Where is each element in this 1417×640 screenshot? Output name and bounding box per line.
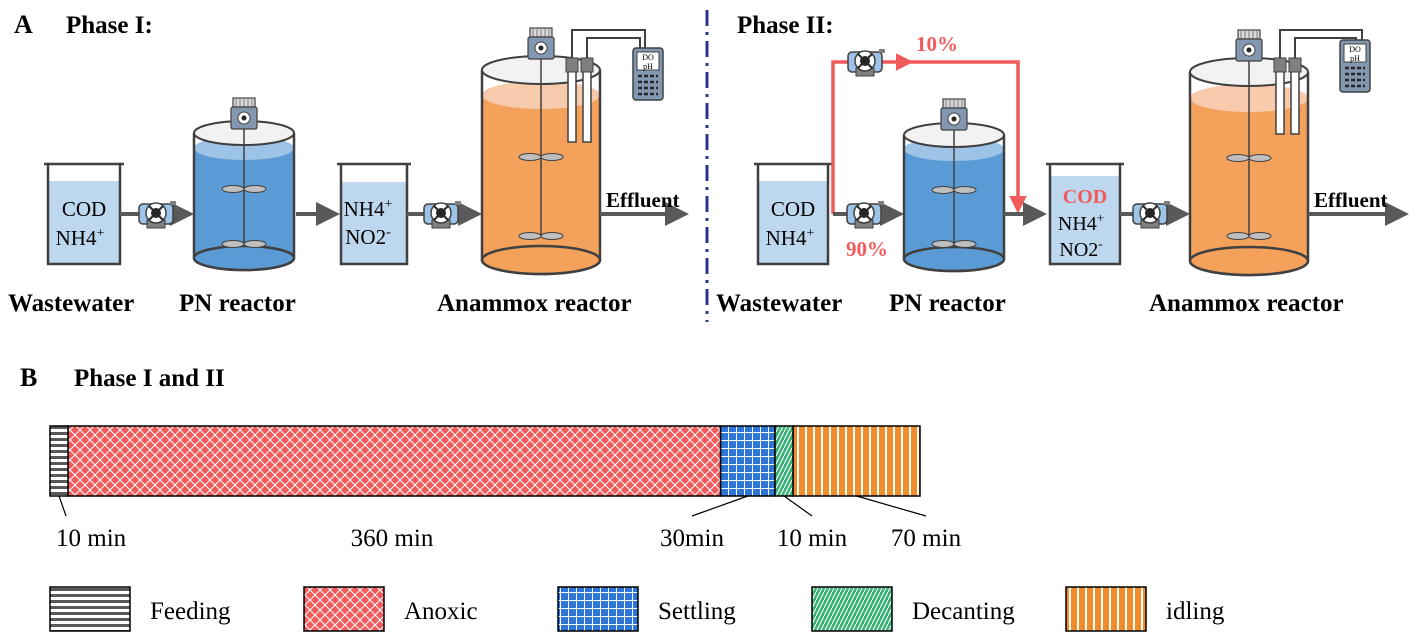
timeline-leader-decanting	[783, 495, 813, 517]
phase2-title: Phase II:	[737, 12, 834, 39]
phase2-anammox-motor-icon	[1235, 29, 1263, 62]
phase1-do-ph-meter-icon: DO pH	[632, 47, 664, 101]
phase1-anammox-reactor	[480, 27, 646, 276]
cycle-timeline-bar: 10 min 360 min 30min 10 min 70 min	[49, 425, 962, 552]
phase2-pump-2-icon	[1132, 200, 1171, 229]
phase2-label-pn: PN reactor	[889, 290, 1006, 317]
phase2-anammox-reactor	[1188, 29, 1363, 277]
timeline-label-anoxic: 360 min	[351, 525, 434, 552]
phase2-effluent-label: Effluent	[1314, 188, 1388, 212]
timeline-leader-idling	[856, 495, 927, 517]
phase1-title: Phase I:	[66, 12, 153, 39]
legend-swatch-feeding	[49, 586, 131, 632]
phase1-effluent-label: Effluent	[606, 188, 680, 212]
phase2-bypass-arrow-down	[910, 60, 1027, 214]
phase2-intermediate-beaker: COD NH4+ NO2-	[1046, 162, 1124, 266]
phase2-meter-do: DO	[1349, 45, 1361, 54]
phase2-split-top: 10%	[916, 32, 958, 56]
timeline-leader-feeding	[58, 495, 67, 517]
phase1-anammox-motor-icon	[527, 27, 555, 60]
phase1-ww-cod: COD	[62, 197, 106, 221]
legend-label-settling: Settling	[658, 598, 736, 625]
timeline-leader-settling	[691, 495, 749, 517]
timeline-segment-feeding	[49, 425, 69, 497]
legend-swatch-idling	[1065, 586, 1147, 632]
timeline-segment-settling	[719, 425, 776, 497]
phase2-do-ph-meter-icon: DO pH	[1339, 39, 1371, 93]
legend-label-feeding: Feeding	[150, 598, 231, 625]
phase-legend: Feeding Anoxic Settling Decanting idling	[49, 586, 1225, 632]
phase1-label-anammox: Anammox reactor	[437, 290, 632, 317]
phase1-meter-ph: pH	[643, 62, 653, 71]
phase1-mid-no2: NO2-	[345, 225, 391, 249]
phase1-label-wastewater: Wastewater	[8, 290, 134, 317]
phase2-mid-nh4: NH4+	[1058, 210, 1104, 235]
phase1-pn-reactor	[192, 97, 296, 272]
timeline-segment-anoxic	[67, 425, 722, 497]
phase1-label-pn: PN reactor	[179, 290, 296, 317]
phase1-pump-1-icon	[138, 200, 177, 229]
phase1-wastewater-beaker: COD NH4+	[44, 162, 124, 266]
timeline-label-feeding: 10 min	[56, 525, 127, 552]
phase2-mid-no2: NO2-	[1059, 236, 1102, 261]
timeline-label-settling: 30min	[660, 525, 724, 552]
legend-swatch-settling	[557, 586, 639, 632]
panel-b-title: Phase I and II	[74, 365, 225, 392]
panel-a-letter: A	[14, 10, 33, 39]
phase2-pn-motor-icon	[940, 98, 968, 131]
phase1-mid-nh4: NH4+	[344, 197, 393, 221]
phase1-meter-do: DO	[642, 53, 654, 62]
phase1-intermediate-beaker: NH4+ NO2-	[337, 162, 411, 266]
legend-swatch-decanting	[811, 586, 893, 632]
legend-swatch-anoxic	[303, 586, 385, 632]
phase2-ww-nh4: NH4+	[766, 226, 815, 250]
phase1-pump-2-icon	[423, 200, 462, 229]
legend-label-decanting: Decanting	[912, 598, 1015, 625]
phase1-pn-motor-icon	[230, 97, 258, 130]
phase2-pn-reactor	[902, 98, 1006, 273]
phase2-bypass-arrow-top	[831, 53, 914, 214]
phase1-ww-nh4: NH4+	[56, 226, 105, 250]
timeline-label-idling: 70 min	[891, 525, 962, 552]
phase2-pump-1-icon	[846, 200, 885, 229]
phase2-wastewater-beaker: COD NH4+	[754, 162, 832, 266]
timeline-label-decanting: 10 min	[777, 525, 848, 552]
phase2-label-anammox: Anammox reactor	[1149, 290, 1344, 317]
timeline-segment-decanting	[774, 425, 794, 497]
phase2-bypass-pump-icon	[847, 48, 886, 77]
phase2-meter-ph: pH	[1350, 54, 1360, 63]
legend-label-idling: idling	[1166, 598, 1225, 625]
phase2-mid-cod: COD	[1063, 186, 1107, 208]
phase2-ww-cod: COD	[771, 197, 815, 221]
phase2-split-bottom: 90%	[846, 237, 888, 261]
timeline-segment-idling	[792, 425, 921, 497]
legend-label-anoxic: Anoxic	[404, 598, 478, 625]
panel-b-letter: B	[20, 363, 37, 392]
phase2-label-wastewater: Wastewater	[716, 290, 842, 317]
